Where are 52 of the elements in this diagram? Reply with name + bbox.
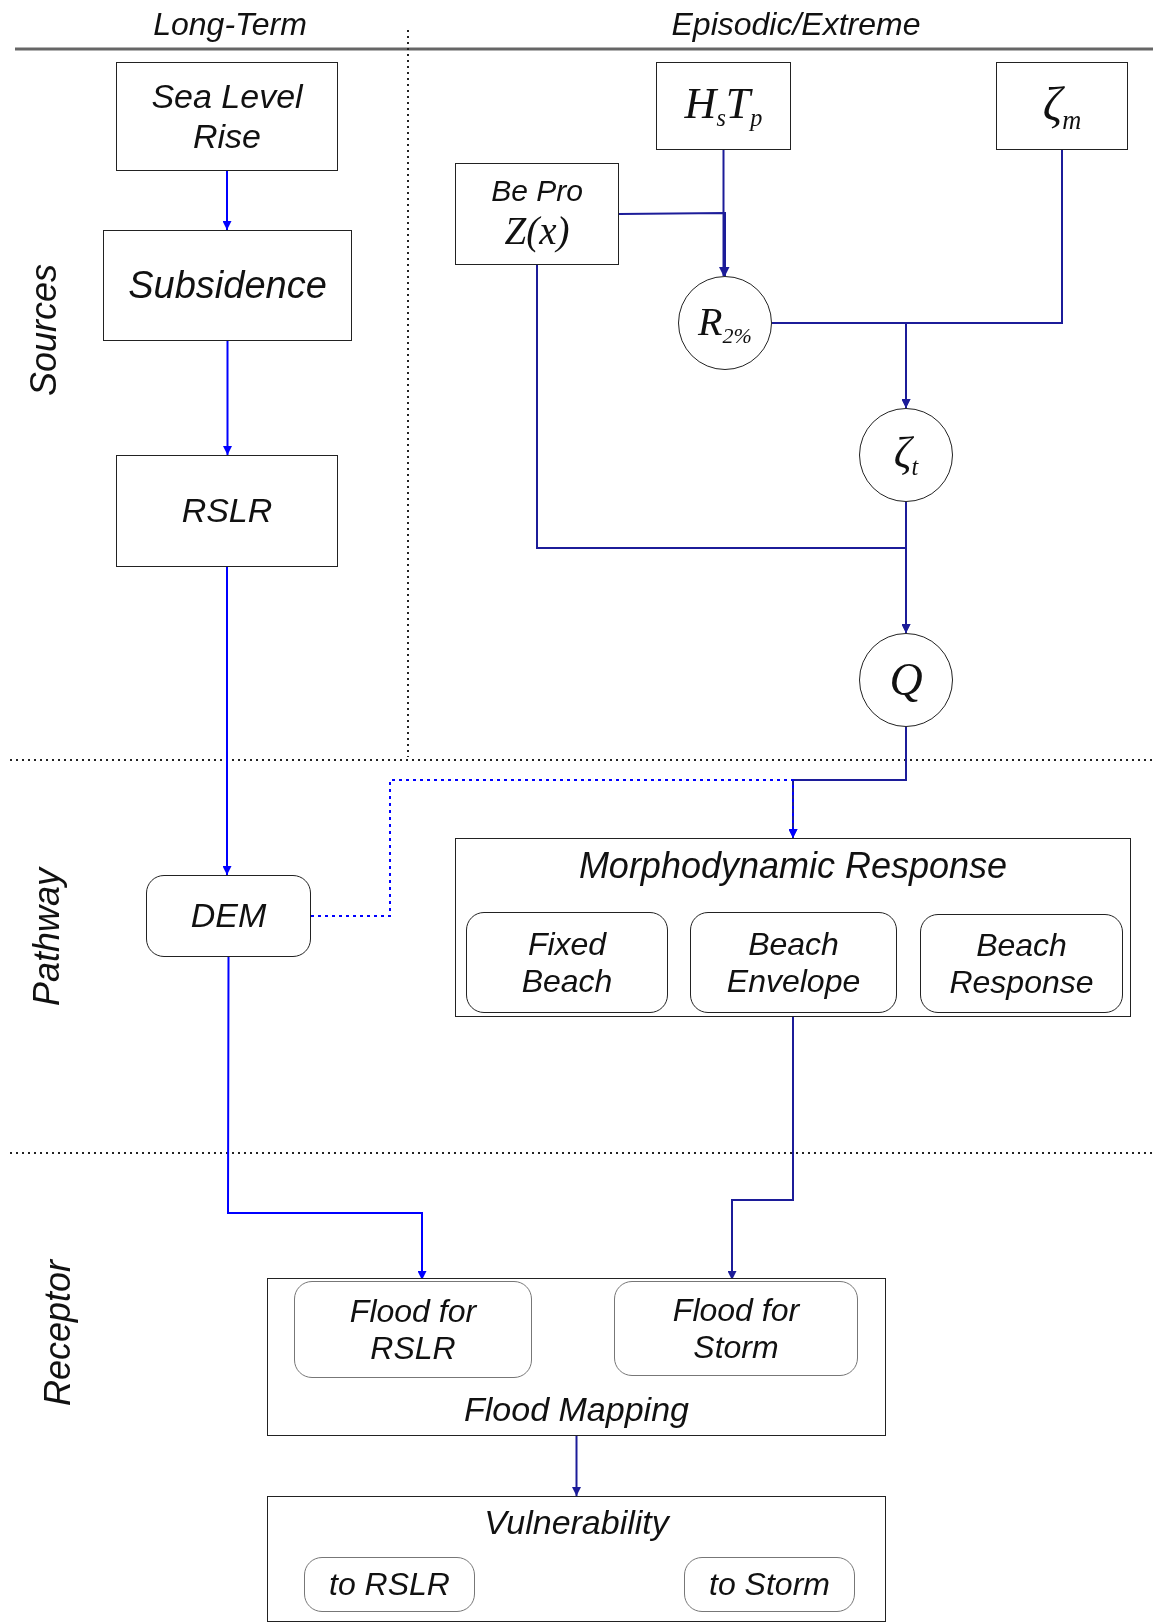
process-box (996, 62, 1128, 150)
rounded-box (920, 914, 1123, 1013)
node-label: Vulnerability (484, 1503, 669, 1543)
node-label: RSLR (181, 491, 273, 531)
rounded-box (690, 912, 897, 1013)
arrow (901, 149, 1063, 409)
node-label: Beach Envelope (725, 925, 862, 1000)
rounded-box (614, 1281, 858, 1376)
group-box (267, 1496, 886, 1622)
math-symbol: ζ$_{m}$ (1042, 76, 1082, 136)
rounded-box (684, 1557, 855, 1612)
node-label: Fixed Beach (520, 925, 614, 1000)
rounded-box (304, 1557, 475, 1612)
group-box (267, 1278, 886, 1436)
group-box (455, 838, 1131, 1017)
node-label: Flood for Storm (671, 1291, 801, 1366)
arrow (572, 1435, 581, 1497)
column-heading: Episodic/Extreme (671, 6, 921, 43)
rounded-box (466, 912, 668, 1013)
node-label: Morphodynamic Response (578, 845, 1008, 887)
node-label: to Storm (709, 1566, 830, 1603)
process-box (116, 455, 338, 567)
process-box (116, 62, 338, 171)
arrow (222, 566, 232, 876)
node-label: DEM (190, 896, 267, 936)
process-box (455, 163, 619, 265)
math-symbol: R$_{2%}$ (698, 298, 752, 348)
node-label: Flood Mapping (464, 1389, 689, 1429)
math-symbol: H$_{s}$T$_{p}$ (684, 79, 763, 133)
node-label: Beach Response (948, 926, 1095, 1001)
process-box (103, 230, 352, 341)
arrow (719, 149, 728, 277)
math-symbol: Q (889, 653, 923, 707)
math-symbol: ζ$_{t}$ (893, 428, 919, 482)
arrow (618, 212, 730, 277)
section-label: Receptor (37, 1259, 79, 1407)
node-label: Be Pro (491, 174, 583, 209)
section-label: Sources (23, 263, 65, 397)
column-heading: Long-Term (153, 6, 307, 43)
rounded-box (294, 1281, 532, 1378)
arrow (310, 779, 798, 917)
process-box (656, 62, 791, 150)
arrow (901, 501, 911, 634)
node-label: Subsidence (128, 263, 327, 308)
node-label: Flood for RSLR (348, 1292, 478, 1367)
rounded-box (146, 875, 311, 957)
node-label: Sea Level Rise (150, 77, 305, 156)
section-label: Pathway (26, 867, 68, 1007)
node-label: to RSLR (329, 1566, 450, 1603)
arrow (223, 340, 232, 456)
arrow (222, 170, 232, 231)
math-symbol: Z(x) (504, 208, 570, 254)
